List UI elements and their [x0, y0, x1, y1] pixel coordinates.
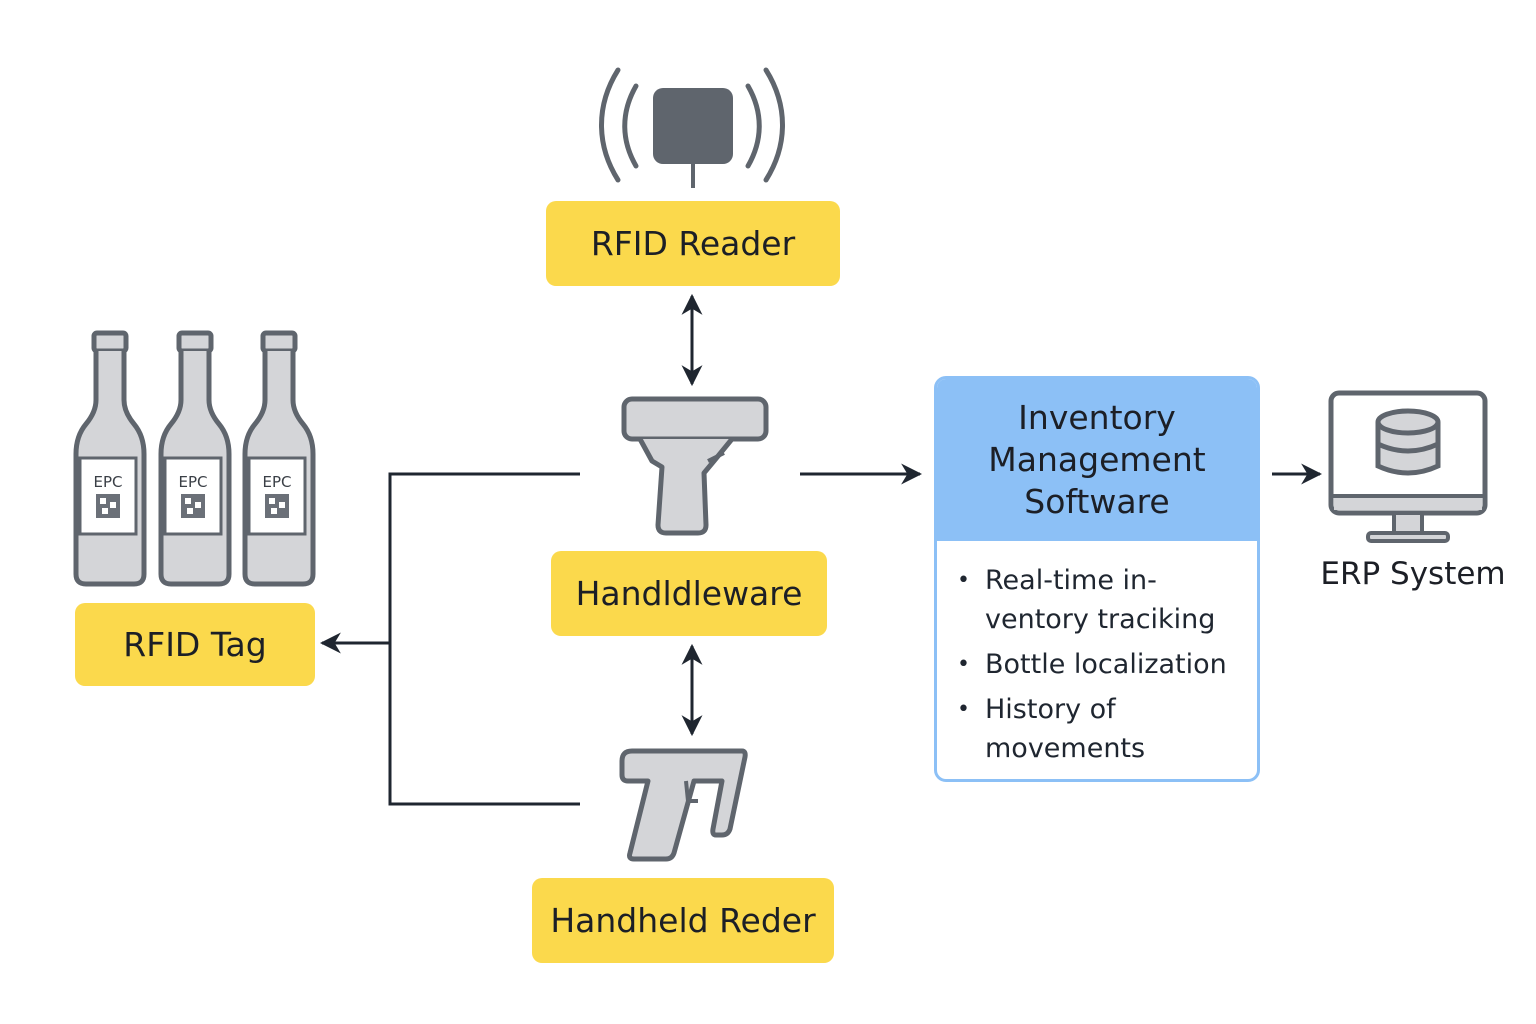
feature-item: Real-time in- ventory traciking [957, 561, 1247, 639]
erp-system-label: ERP System [1320, 556, 1506, 592]
handheld-reader-label: Handheld Reder [550, 901, 816, 940]
software-title: Inventory Management Software [937, 379, 1257, 541]
feature-item: Bottle localization [957, 645, 1247, 684]
rfid-reader-label: RFID Reader [590, 224, 796, 263]
rfid-tag-label: RFID Tag [123, 625, 267, 664]
rfid-tag-box: RFID Tag [75, 603, 315, 686]
feature-list: Real-time in- ventory traciking Bottle l… [937, 541, 1257, 768]
rfid-reader-box: RFID Reader [546, 201, 840, 286]
feature-item: History of movements [957, 690, 1247, 768]
wine-bottle-icon: EPC [158, 330, 232, 587]
epc-label: EPC [179, 473, 208, 491]
inventory-software-panel: Inventory Management Software Real-time … [934, 376, 1260, 782]
database-icon [1375, 408, 1441, 476]
wine-bottle-icon: EPC [242, 330, 316, 587]
epc-label: EPC [94, 473, 123, 491]
antenna-icon [599, 67, 785, 188]
barcode-scanner-icon [621, 396, 769, 536]
line-scanners-bracket [388, 472, 580, 806]
handheld-scanner-icon [619, 748, 748, 862]
middleware-box: Handldleware [551, 551, 827, 636]
computer-monitor-icon [1328, 390, 1488, 543]
wine-bottle-icon: EPC [73, 330, 147, 587]
epc-label: EPC [263, 473, 292, 491]
handheld-reader-box: Handheld Reder [532, 878, 834, 963]
middleware-label: Handldleware [575, 574, 803, 613]
